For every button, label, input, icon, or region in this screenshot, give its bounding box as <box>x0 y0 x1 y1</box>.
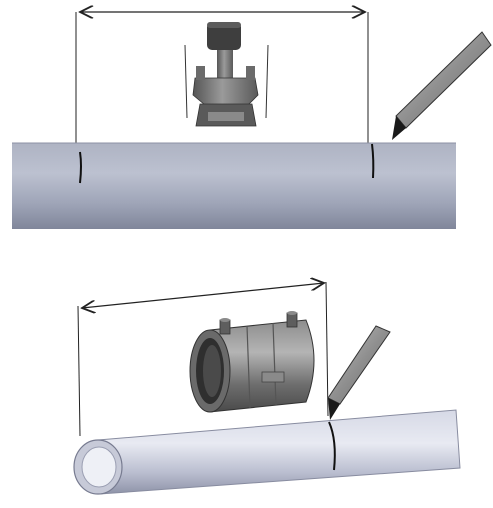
top-marker-pen <box>392 31 492 140</box>
top-panel <box>12 12 492 229</box>
bottom-straight-pipe <box>73 409 461 495</box>
electrofusion-coupler <box>189 311 315 413</box>
top-pipe-marks <box>79 143 375 184</box>
top-straight-pipe <box>12 142 456 229</box>
bottom-measurement-arrow <box>77 282 329 437</box>
bottom-panel <box>73 282 461 495</box>
top-measurement-arrow <box>75 12 369 150</box>
bottom-marker-pen <box>327 325 391 420</box>
tapping-saddle-fitting <box>184 22 269 127</box>
bottom-pipe-mark <box>328 421 336 471</box>
